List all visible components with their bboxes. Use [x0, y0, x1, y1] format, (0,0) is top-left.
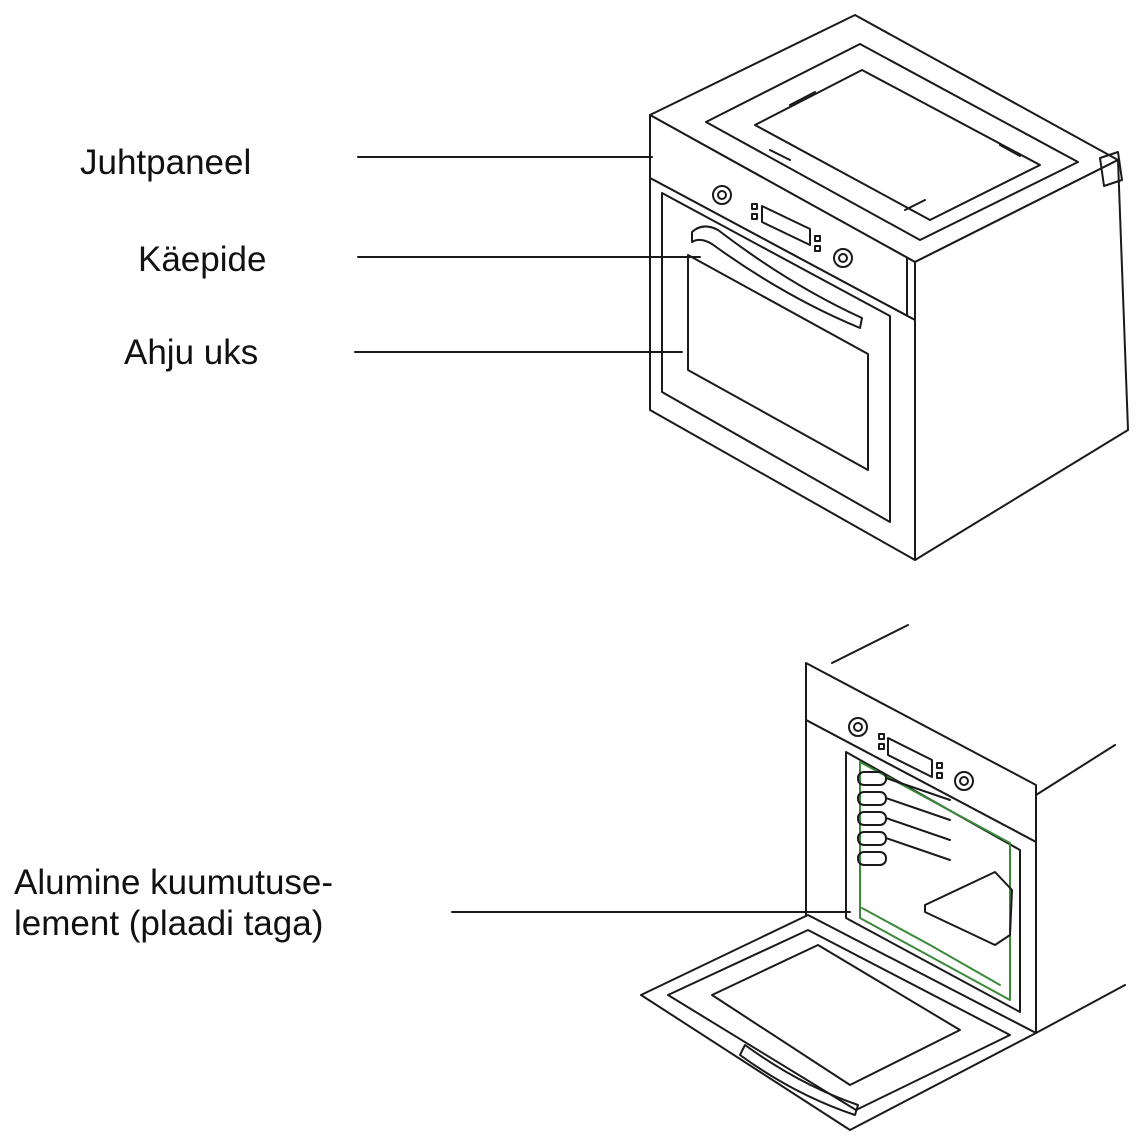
closed-oven-illustration: [354, 14, 1129, 561]
open-door-inner-frame: [667, 929, 1011, 1111]
open-knob-left-icon: [848, 717, 868, 737]
label-bottom-heating-element-line2: lement (plaadi taga): [14, 904, 324, 944]
oven-door-handle: [691, 225, 863, 329]
oven-front-face: [649, 177, 916, 561]
cabinet-lines: [831, 624, 1126, 1034]
bottom-heating-element: [861, 907, 1001, 986]
side-rack-rails: [857, 771, 951, 866]
open-oven-display: [887, 737, 933, 778]
open-door-handle: [739, 1044, 859, 1116]
knob-left-icon: [712, 185, 732, 205]
open-oven-back-wall: [859, 761, 1011, 1001]
knob-right-icon: [833, 248, 853, 268]
label-bottom-heating-element-line1: Alumine kuumutuse-: [14, 863, 334, 902]
oven-door-window: [687, 254, 869, 471]
label-oven-door: Ahju uks: [124, 333, 259, 372]
label-bottom-heating-element: Alumine kuumutuse- lement (plaadi taga): [14, 862, 333, 945]
oven-tray: [924, 871, 1013, 946]
open-knob-right-icon: [954, 771, 974, 791]
oven-door: [661, 192, 891, 523]
label-handle: Käepide: [138, 240, 267, 279]
open-door-window: [711, 944, 961, 1086]
oven-display-buttons: [751, 203, 821, 252]
oven-display: [761, 205, 811, 246]
open-display-buttons: [878, 733, 943, 779]
oven-top-plate: [754, 69, 1041, 221]
oven-top-plate-details: [769, 91, 1021, 211]
oven-back-tab: [1099, 151, 1123, 187]
open-oven-illustration: [451, 624, 1126, 1131]
label-control-panel: Juhtpaneel: [80, 143, 252, 182]
oven-top-inner-frame: [705, 43, 1079, 241]
